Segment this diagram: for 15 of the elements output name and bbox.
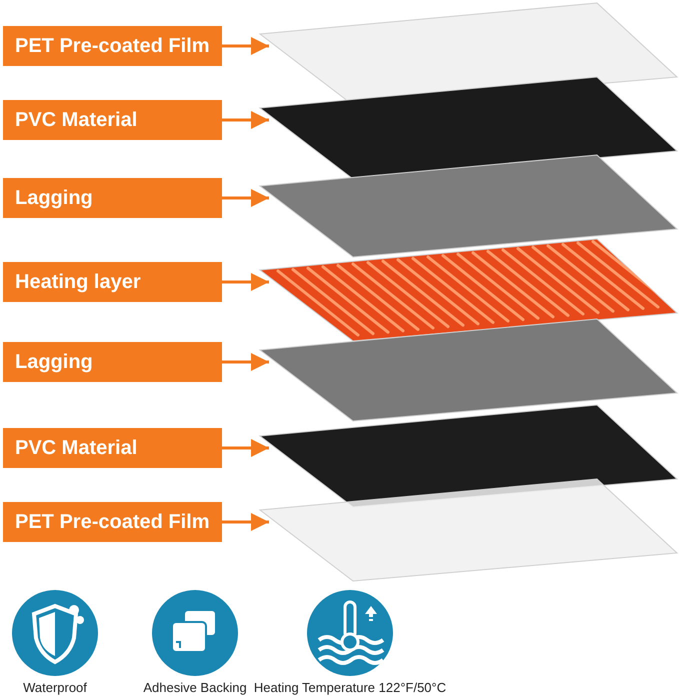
arrow <box>222 111 269 129</box>
arrow <box>222 37 269 55</box>
label-box: Heating layer <box>3 262 222 302</box>
icon-caption: Waterproof <box>22 680 88 695</box>
arrow <box>222 513 269 531</box>
arrow <box>222 353 269 371</box>
label-box: PVC Material <box>3 428 222 468</box>
label-box: Lagging <box>3 342 222 382</box>
label-box: PET Pre-coated Film <box>3 26 222 66</box>
arrow <box>222 189 269 207</box>
arrow <box>222 439 269 457</box>
label-box: PVC Material <box>3 100 222 140</box>
label-box: Lagging <box>3 178 222 218</box>
label-box: PET Pre-coated Film <box>3 502 222 542</box>
arrow <box>222 273 269 291</box>
